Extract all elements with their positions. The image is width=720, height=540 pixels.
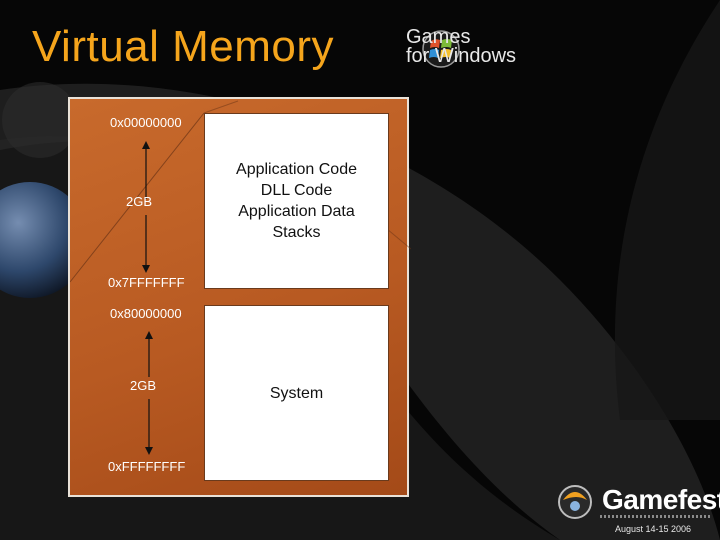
gamefest-logo-icon bbox=[558, 485, 592, 519]
memory-map-diagram: 0x00000000 2GB 0x7FFFFFFF Application Co… bbox=[68, 97, 411, 497]
for-windows-line: for Windows bbox=[406, 45, 517, 67]
user-size-arrow-up bbox=[142, 141, 150, 199]
windows-flag-icon bbox=[422, 30, 460, 68]
user-content-stacks: Stacks bbox=[272, 224, 321, 241]
diagram-connector-lines bbox=[70, 100, 411, 283]
user-region-size: 2GB bbox=[126, 194, 153, 209]
system-size-arrow-down bbox=[145, 399, 153, 455]
user-content-application-code: Application Code bbox=[236, 161, 357, 178]
system-region-end-address: 0xFFFFFFFF bbox=[108, 459, 186, 474]
gamefest-name: Gamefest bbox=[602, 484, 720, 515]
system-address-space-box: System bbox=[204, 305, 389, 481]
user-content-dll-code: DLL Code bbox=[260, 182, 333, 199]
user-address-space-box: Application Code DLL Code Application Da… bbox=[204, 113, 389, 289]
system-content-label: System bbox=[269, 384, 324, 402]
system-size-arrow-up bbox=[145, 331, 153, 377]
gamefest-date: August 14-15 2006 bbox=[615, 524, 692, 534]
user-content-application-data: Application Data bbox=[238, 203, 355, 220]
system-region-size: 2GB bbox=[130, 378, 157, 393]
games-line: Games bbox=[406, 26, 471, 48]
user-region-start-address: 0x00000000 bbox=[110, 115, 182, 130]
user-size-arrow-down bbox=[142, 215, 150, 273]
user-region-end-address: 0x7FFFFFFF bbox=[108, 275, 185, 290]
games-for-windows-logo: Games for Windows bbox=[406, 26, 517, 67]
system-region-start-address: 0x80000000 bbox=[110, 306, 182, 321]
slide-title: Virtual Memory bbox=[32, 22, 335, 71]
gamefest-tagline-bar bbox=[600, 515, 710, 518]
